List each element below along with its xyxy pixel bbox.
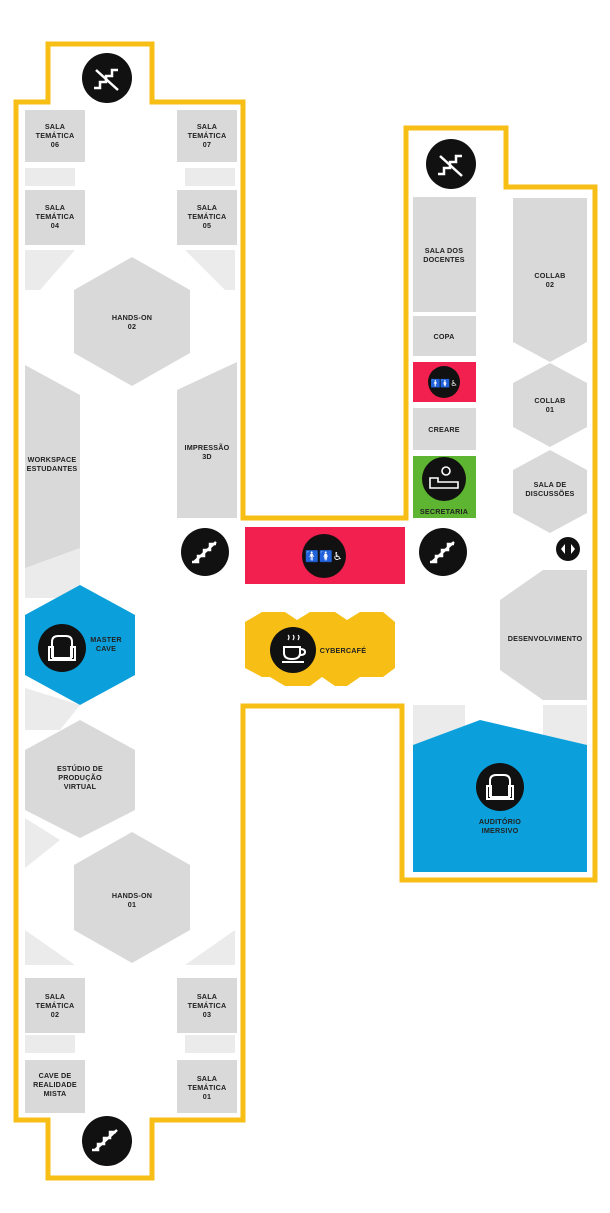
building-outline-left — [13, 41, 598, 1181]
room-creare[interactable]: CREARE — [413, 408, 476, 450]
svg-text:🚹🚺♿: 🚹🚺♿ — [305, 550, 342, 563]
elevator-icon[interactable] — [556, 537, 580, 561]
reception-desk-icon — [422, 457, 466, 501]
stairs-icon[interactable] — [181, 528, 229, 576]
room-desenvolvimento[interactable]: DESENVOLVIMENTO — [500, 570, 587, 700]
cybercafe-area[interactable]: CYBERCAFÉ — [245, 612, 395, 686]
svg-text:DESENVOLVIMENTO: DESENVOLVIMENTO — [508, 634, 583, 643]
restroom-block-small[interactable]: 🚹🚺♿ — [413, 362, 476, 402]
label-line: SALA — [45, 122, 65, 131]
armchair-icon — [476, 763, 524, 811]
restroom-icon: 🚹🚺♿ — [428, 366, 460, 398]
svg-text:CYBERCAFÉ: CYBERCAFÉ — [320, 646, 367, 655]
armchair-icon — [38, 624, 86, 672]
svg-text:CREARE: CREARE — [428, 425, 460, 434]
room-copa[interactable]: COPA — [413, 316, 476, 356]
svg-text:🚹🚺♿: 🚹🚺♿ — [430, 378, 457, 388]
stairs-icon[interactable] — [82, 1116, 132, 1166]
corridor-shading — [25, 168, 587, 1053]
svg-text:COPA: COPA — [433, 332, 454, 341]
stairs-icon[interactable] — [419, 528, 467, 576]
coffee-cup-icon — [270, 627, 316, 673]
restroom-block[interactable]: 🚹🚺♿ — [245, 527, 405, 584]
room-secretaria[interactable]: SECRETARIA — [413, 456, 476, 518]
stairs-icon[interactable] — [426, 139, 476, 189]
restroom-icon: 🚹🚺♿ — [302, 534, 346, 578]
stairs-icon[interactable] — [82, 53, 132, 103]
svg-text:SECRETARIA: SECRETARIA — [420, 507, 468, 516]
